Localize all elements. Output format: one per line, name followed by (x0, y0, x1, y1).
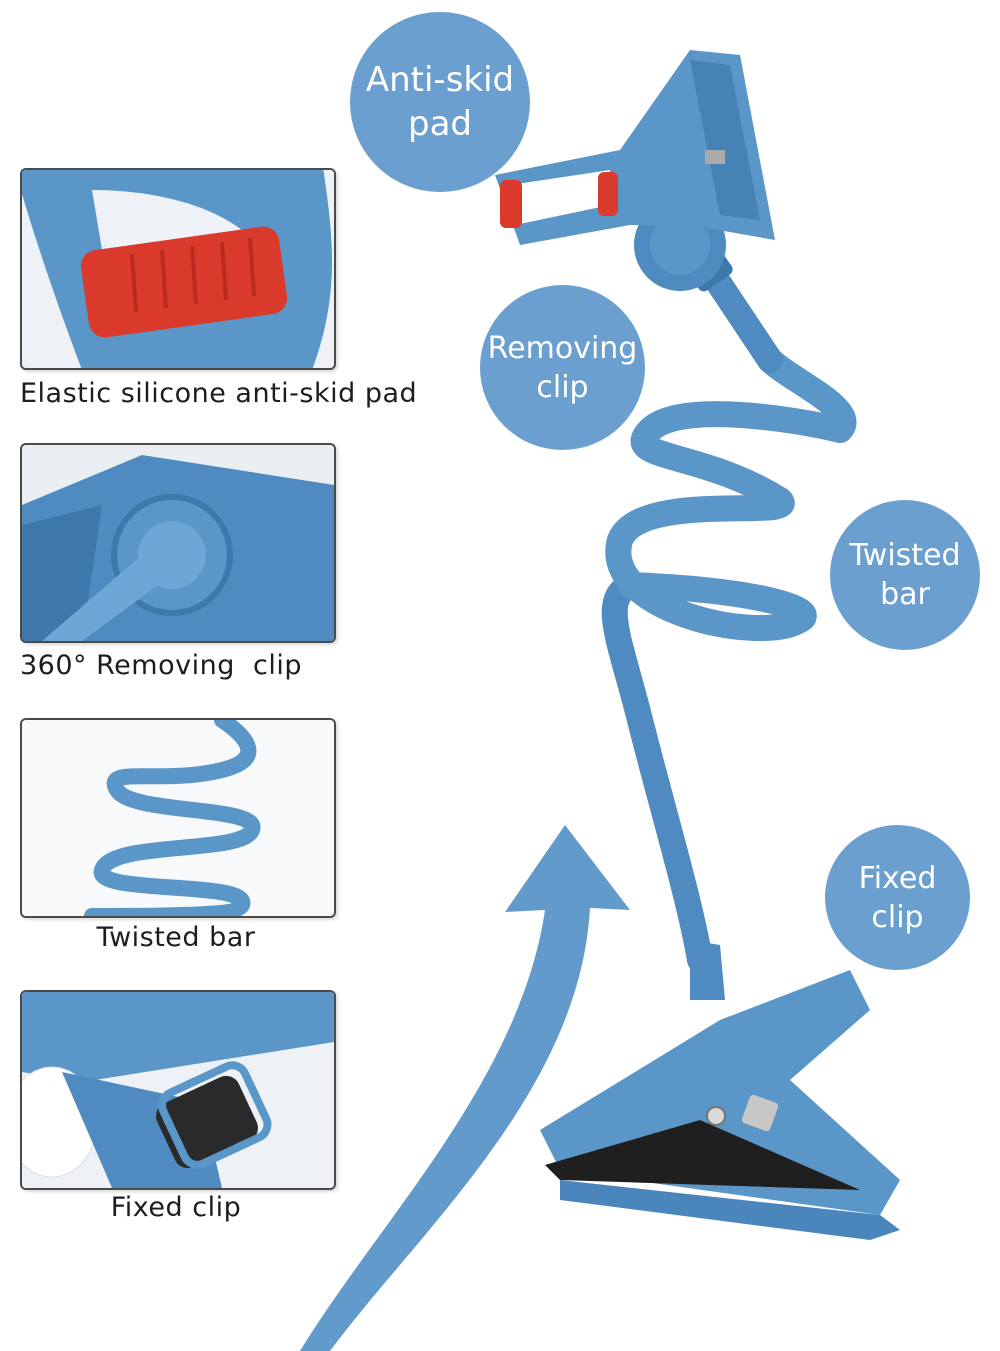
callout-line: Twisted (849, 538, 961, 573)
panel-twisted-bar (20, 718, 336, 918)
panel-fixed-clip (20, 990, 336, 1190)
panel-removing-clip (20, 443, 336, 643)
rotating-joint-closeup-icon (22, 445, 334, 641)
coiled-bar-closeup-icon (22, 720, 334, 916)
base-clip-closeup-icon (22, 992, 334, 1188)
callout-line: clip (871, 899, 924, 935)
panel-caption: Twisted bar (96, 922, 256, 953)
callout-line: pad (408, 104, 472, 144)
panel-caption: 360° Removing clip (20, 650, 302, 681)
callout-line: Anti-skid (365, 59, 515, 100)
twisted-bar-coils (605, 347, 857, 642)
callout-line: Fixed (858, 860, 937, 896)
callout-anti-skid-pad: Anti-skid pad (350, 12, 530, 192)
callout-line: Removing (487, 330, 638, 366)
upward-arrow-icon (300, 825, 630, 1351)
anti-skid-pad-closeup-icon (22, 170, 334, 368)
callout-fixed-clip: Fixed clip (825, 825, 970, 970)
callout-line: clip (536, 369, 589, 405)
callout-line: bar (880, 577, 930, 612)
callout-twisted-bar: Twisted bar (830, 500, 980, 650)
callout-removing-clip: Removing clip (480, 285, 645, 450)
anti-skid-pad-red (500, 180, 522, 228)
panel-caption: Elastic silicone anti-skid pad (20, 378, 418, 409)
panel-caption: Fixed clip (110, 1192, 242, 1223)
panel-anti-skid-pad (20, 168, 336, 370)
